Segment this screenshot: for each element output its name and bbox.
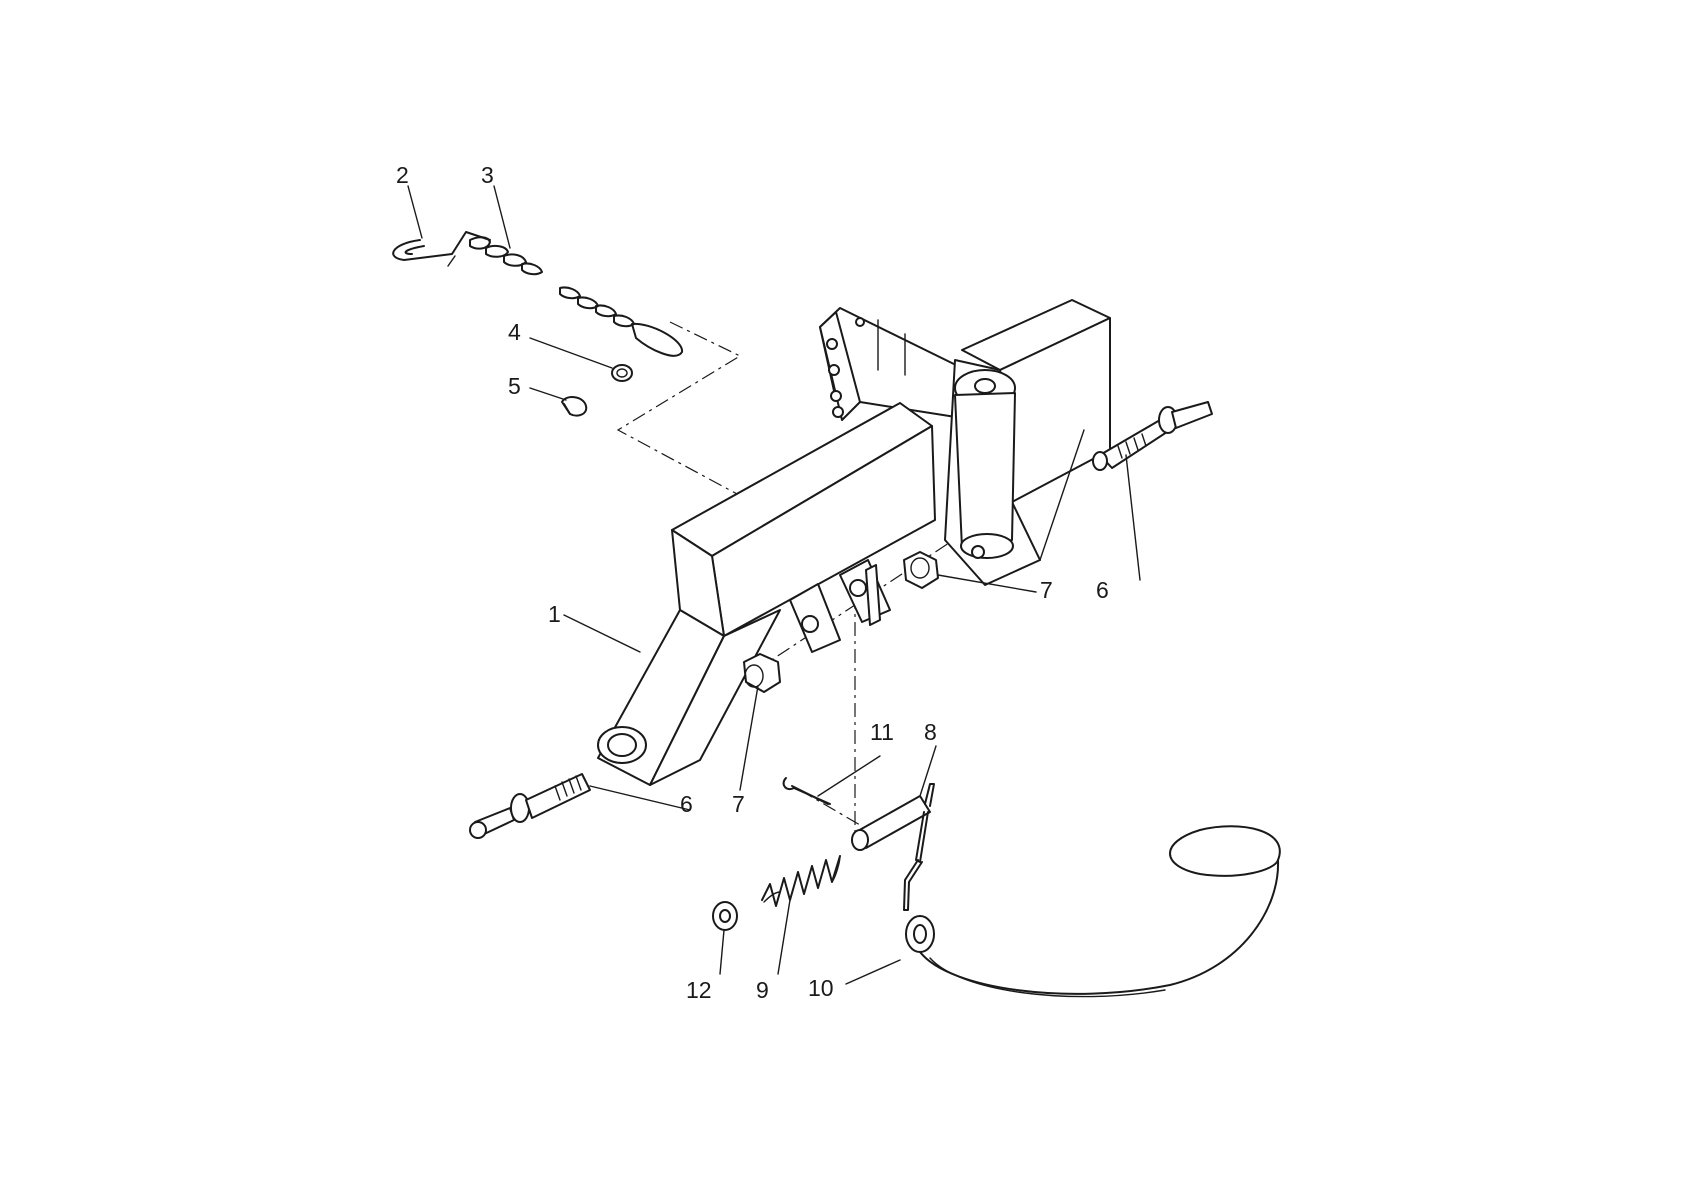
nut-left	[744, 654, 780, 692]
nut-right	[904, 552, 938, 588]
chain-washer	[612, 365, 632, 381]
lanyard-cord	[920, 826, 1280, 996]
callout-12: 12	[686, 977, 712, 1003]
callout-7-left: 7	[732, 791, 745, 817]
drawbar-frame	[598, 300, 1110, 785]
callout-2: 2	[396, 162, 409, 188]
split-pin	[784, 778, 830, 804]
callout-3: 3	[481, 162, 494, 188]
callout-8: 8	[924, 719, 937, 745]
washer	[713, 902, 737, 930]
callout-11: 11	[870, 719, 894, 745]
callout-9: 9	[756, 977, 769, 1003]
callout-5: 5	[508, 373, 521, 399]
callout-6-left: 6	[680, 791, 693, 817]
spring	[762, 856, 840, 906]
pivot-pin-left	[470, 774, 590, 838]
hitch-pin	[852, 784, 934, 952]
callout-6-right: 6	[1096, 577, 1109, 603]
callout-7-right: 7	[1040, 577, 1053, 603]
callout-4: 4	[508, 319, 521, 345]
callout-1: 1	[548, 601, 561, 627]
callout-10: 10	[808, 975, 834, 1001]
chain	[470, 237, 682, 356]
